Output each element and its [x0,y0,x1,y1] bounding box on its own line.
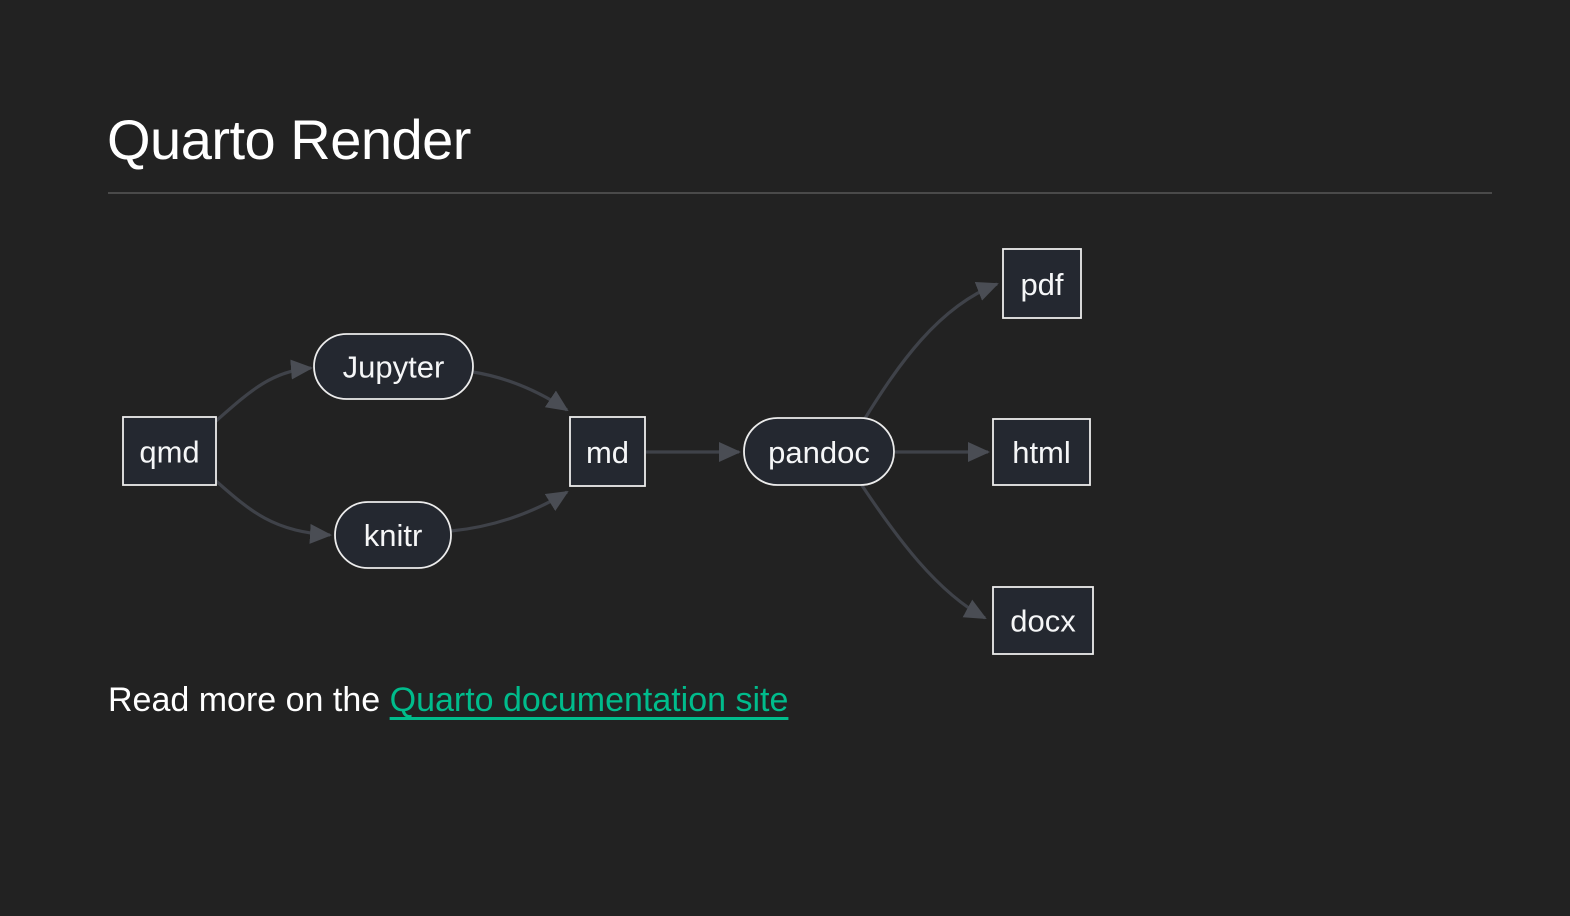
node-knitr-shape [334,501,452,569]
node-html: html [992,418,1091,486]
node-knitr: knitr [334,501,452,569]
edge-pandoc-to-docx [859,483,987,620]
edge-pandoc-to-pdf [862,281,999,421]
node-jupyter-label: Jupyter [343,350,445,385]
node-pdf: pdf [1002,248,1082,319]
node-qmd-label: qmd [139,435,199,470]
edge-qmd-to-jupyter [214,359,313,423]
node-pandoc: pandoc [743,417,895,486]
node-md-label: md [586,435,629,470]
node-layer: qmd Jupyter knitr md pandoc pdf [122,248,1094,655]
node-pdf-label: pdf [1020,267,1063,302]
node-qmd-shape [122,416,217,486]
read-more-prefix: Read more on the [108,681,390,719]
edge-jupyter-to-md [472,370,569,412]
edge-layer [214,281,999,620]
edge-qmd-to-knitr [214,479,332,544]
title-divider [108,192,1492,194]
node-knitr-label: knitr [364,518,423,553]
edge-knitr-to-md [450,490,569,533]
node-pandoc-shape [743,417,895,486]
node-html-shape [992,418,1091,486]
node-docx-shape [992,586,1094,655]
node-pdf-shape [1002,248,1082,319]
node-jupyter: Jupyter [313,333,474,400]
read-more-text: Read more on the Quarto documentation si… [108,681,788,720]
node-html-label: html [1012,435,1071,470]
node-qmd: qmd [122,416,217,486]
node-docx: docx [992,586,1094,655]
node-docx-label: docx [1010,604,1076,639]
page-title: Quarto Render [107,108,471,171]
node-jupyter-shape [313,333,474,400]
node-md-shape [569,416,646,487]
node-pandoc-label: pandoc [768,435,870,470]
node-md: md [569,416,646,487]
quarto-documentation-link[interactable]: Quarto documentation site [389,681,789,719]
